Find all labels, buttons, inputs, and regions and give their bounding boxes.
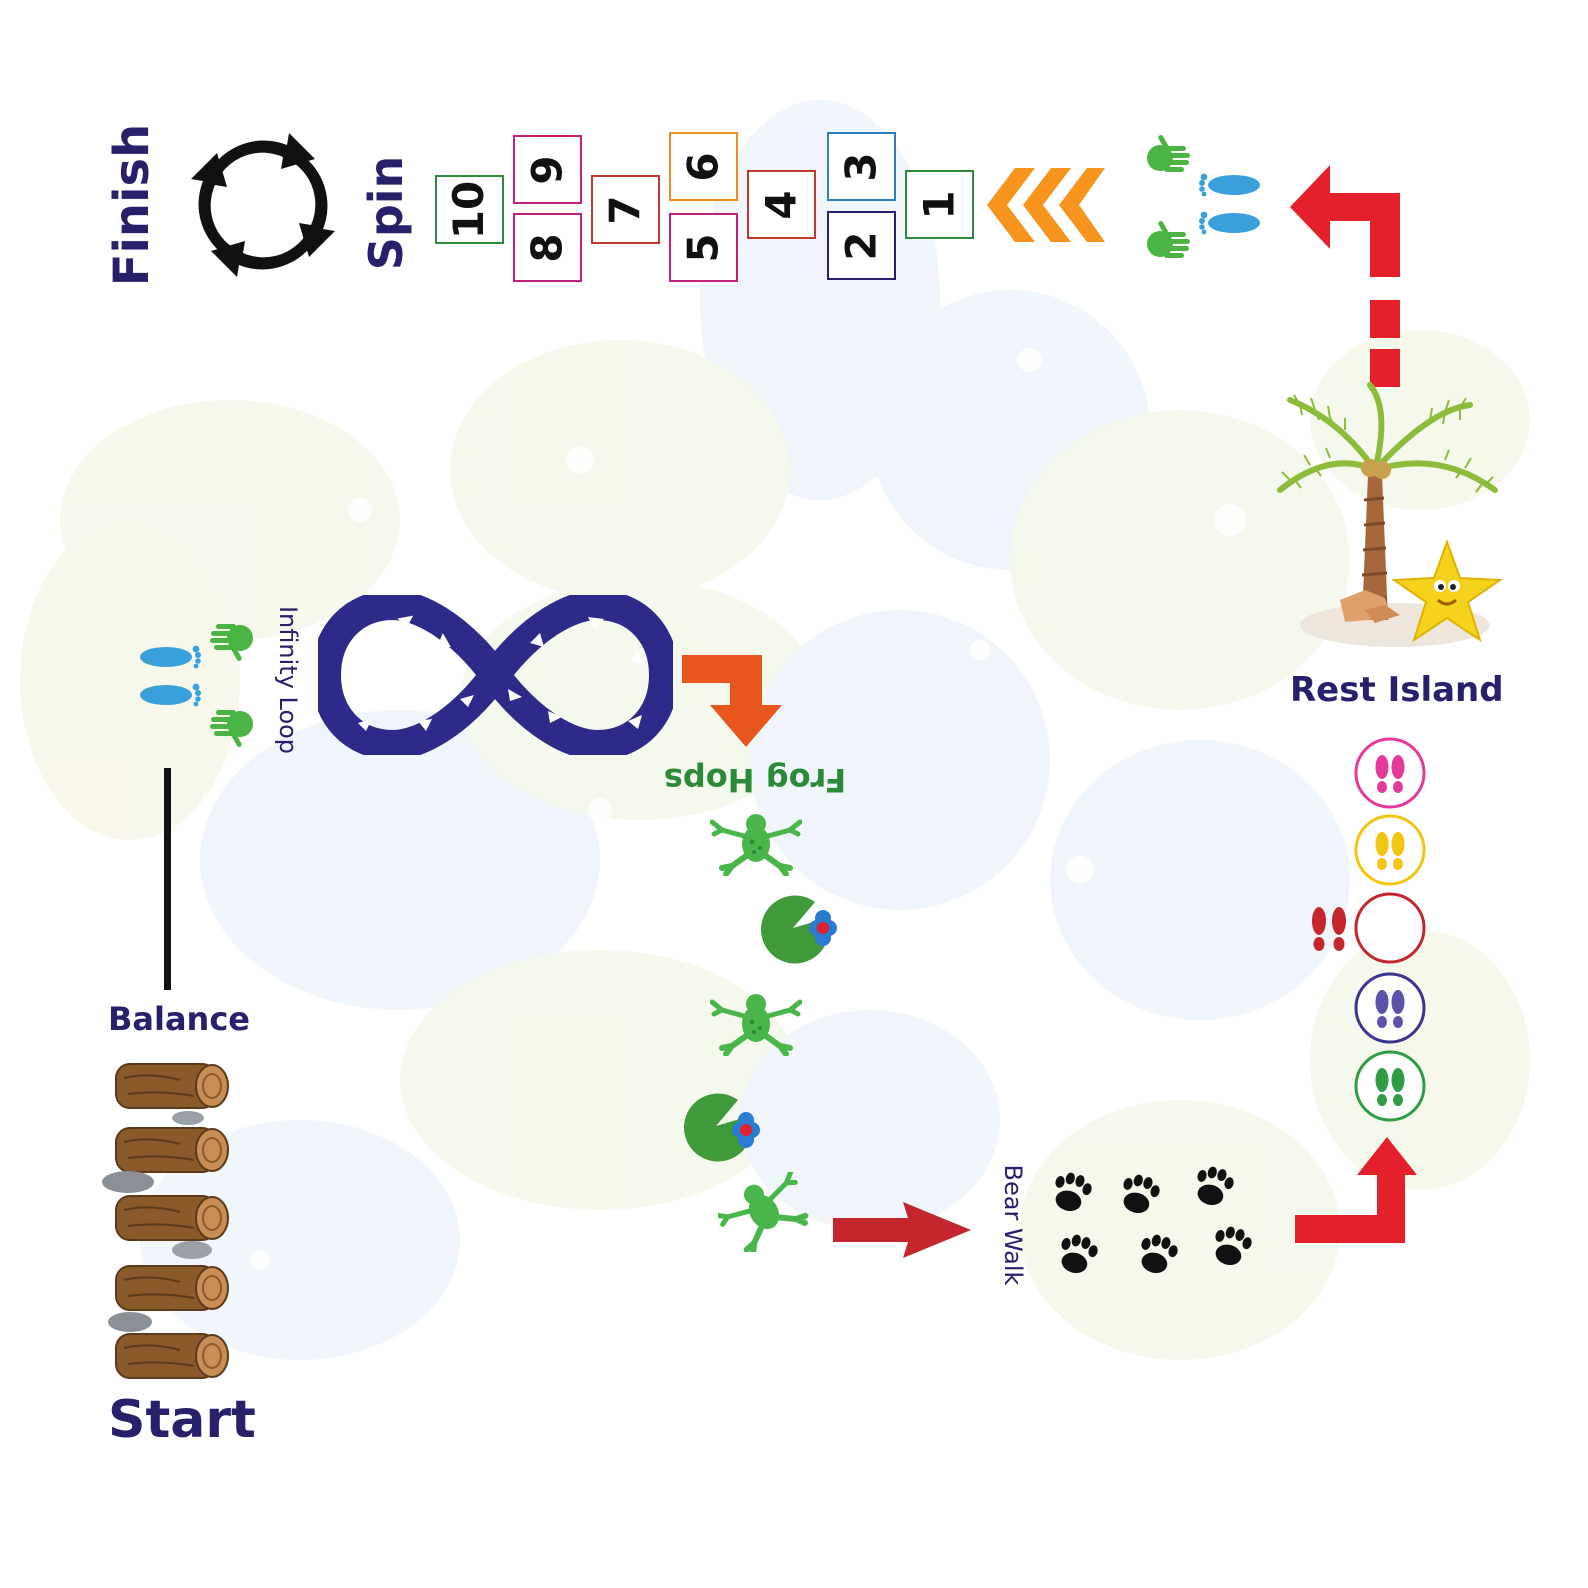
paw-print-icon (1215, 1226, 1252, 1266)
hopscotch-number: 5 (678, 232, 728, 263)
arrow-icon (682, 655, 782, 747)
arrow-icon (833, 1202, 971, 1258)
footprint-icon (140, 645, 201, 669)
rock-icon (108, 1312, 152, 1332)
hopscotch-number: 6 (678, 151, 728, 182)
rock-icon (172, 1241, 212, 1259)
footprint-icon (1199, 173, 1260, 197)
footprint-icon (1312, 907, 1346, 951)
footprint-circle-green (1354, 1050, 1426, 1122)
hopscotch-number: 2 (836, 230, 886, 261)
lily-pad-icon (684, 1093, 760, 1162)
hopscotch-square-6: 6 (669, 132, 738, 201)
log-icon (115, 1127, 229, 1173)
hopscotch-square-4: 4 (747, 170, 816, 239)
hopscotch-number: 8 (522, 232, 572, 263)
paw-print-icon (1141, 1234, 1178, 1274)
hopscotch-square-8: 8 (513, 213, 582, 282)
hopscotch-square-10: 10 (435, 175, 504, 244)
rock-icon (172, 1111, 204, 1125)
lily-pad-icon (761, 895, 837, 964)
footprint-icon (140, 683, 201, 707)
log-stack (102, 1063, 229, 1379)
chevron-icon (987, 168, 1105, 242)
hopscotch-number: 7 (600, 194, 650, 225)
hopscotch-number: 4 (756, 189, 806, 220)
paw-print-icon (1061, 1234, 1098, 1274)
balance-line (164, 768, 171, 990)
arrow-icon (1295, 1137, 1417, 1243)
starfish-icon (1390, 540, 1504, 643)
log-icon (115, 1265, 229, 1311)
bear-walk-label: Bear Walk (999, 1164, 1027, 1286)
log-icon (115, 1063, 229, 1109)
start-label: Start (108, 1390, 256, 1450)
footprint-circle-pink (1354, 737, 1426, 809)
infinity-loop-label: Infinity Loop (274, 605, 302, 755)
frog-icon (718, 1172, 809, 1252)
spin-arrows-icon (191, 133, 335, 277)
hopscotch-square-7: 7 (591, 175, 660, 244)
footprint-icon (1199, 211, 1260, 235)
hopscotch-square-9: 9 (513, 135, 582, 204)
spin-label: Spin (359, 155, 413, 271)
handprint-icon (210, 624, 253, 662)
hopscotch-number: 10 (444, 180, 494, 239)
hopscotch-number: 3 (836, 151, 886, 182)
log-icon (115, 1333, 229, 1379)
rest-island-label: Rest Island (1290, 670, 1504, 710)
handprint-icon (1147, 220, 1190, 258)
handprint-icon (210, 710, 253, 748)
balance-label: Balance (108, 1000, 250, 1038)
hopscotch-number: 1 (914, 189, 964, 220)
frog-hops-label: Frog Hops (663, 761, 847, 799)
footprint-circle-red (1354, 892, 1426, 964)
paw-print-group (1055, 1166, 1252, 1274)
paw-print-icon (1197, 1166, 1234, 1206)
hopscotch-square-1: 1 (905, 170, 974, 239)
log-icon (115, 1195, 229, 1241)
footprint-circle-yellow (1354, 814, 1426, 886)
rock-icon (102, 1171, 154, 1193)
hopscotch-number: 9 (522, 154, 572, 185)
footprint-circle-navy (1354, 972, 1426, 1044)
arrow-icon (1290, 165, 1400, 387)
paw-print-icon (1123, 1174, 1160, 1214)
paw-print-icon (1055, 1172, 1092, 1212)
frog-icon (710, 994, 802, 1056)
handprint-icon (1147, 134, 1190, 172)
infinity-icon (318, 595, 673, 755)
finish-label: Finish (104, 123, 160, 287)
hopscotch-square-5: 5 (669, 213, 738, 282)
hopscotch-square-2: 2 (827, 211, 896, 280)
frog-icon (710, 814, 802, 876)
hopscotch-square-3: 3 (827, 132, 896, 201)
